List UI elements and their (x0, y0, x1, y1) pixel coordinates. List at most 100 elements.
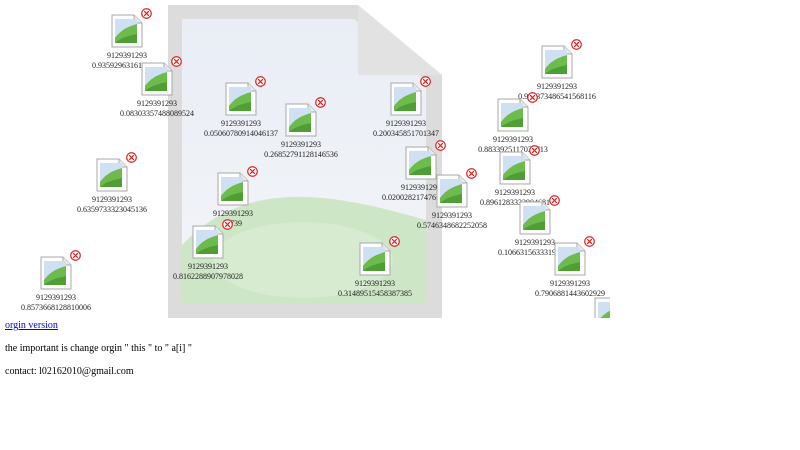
close-icon[interactable] (70, 250, 81, 261)
icon-value-label: 0.790688144360​2929 (535, 289, 605, 298)
note-text: the important is change orgin " this " t… (5, 343, 192, 354)
image-thumbnail-icon (217, 172, 249, 206)
icon-value-label: 0.8162288907978028 (173, 272, 243, 281)
thumbnail-wrapper (191, 219, 233, 259)
thumbnail-wrapper (216, 166, 258, 206)
icon-id-label: 9129391293 (401, 183, 441, 192)
image-thumbnail-icon (554, 242, 586, 276)
close-icon[interactable] (527, 92, 538, 103)
image-thumbnail-icon (519, 201, 551, 235)
icon-value-label: 0.9359296316149364 (92, 61, 162, 70)
image-thumbnail-icon (497, 98, 529, 132)
icon-value-label: 0.05060780914046137 (204, 129, 278, 138)
icon-id-label: 9129391293 (281, 140, 321, 149)
image-icon-item[interactable]: 9129391293 (545, 297, 610, 318)
icon-id-label: 9129391293 (537, 82, 577, 91)
close-icon[interactable] (315, 97, 326, 108)
icon-value-label: 0.08303357488089524 (120, 109, 194, 118)
thumbnail-wrapper (39, 250, 81, 290)
image-thumbnail-icon (40, 256, 72, 290)
icon-id-label: 9129391293 (221, 119, 261, 128)
close-icon[interactable] (466, 168, 477, 179)
footer: orgin version the important is change or… (5, 320, 192, 389)
thumbnail-wrapper (496, 92, 538, 132)
image-thumbnail-icon (436, 174, 468, 208)
image-thumbnail-icon (141, 62, 173, 96)
thumbnail-wrapper (140, 56, 182, 96)
image-icon-item[interactable]: 9129391293 0.790688144360​2929 (505, 236, 610, 299)
icon-id-label: 9129391293 (432, 211, 472, 220)
contact-text: contact: l02162010@gmail.com (5, 366, 134, 377)
image-thumbnail-icon (111, 14, 143, 48)
icon-id-label: 9129391293 (493, 135, 533, 144)
image-thumbnail-icon (390, 82, 422, 116)
close-icon[interactable] (420, 76, 431, 87)
image-thumbnail-icon (359, 242, 391, 276)
icon-value-label: 0.63597333230451​36 (77, 205, 147, 214)
close-icon[interactable] (571, 39, 582, 50)
thumbnail-wrapper (110, 8, 152, 48)
close-icon[interactable] (255, 76, 266, 87)
image-thumbnail-icon (594, 297, 610, 318)
orgin-version-link[interactable]: orgin version (5, 320, 58, 331)
image-thumbnail-icon (225, 82, 257, 116)
close-icon[interactable] (389, 236, 400, 247)
icon-id-label: 9129391293 (386, 119, 426, 128)
icon-value-label: 0.5746348682252058 (417, 221, 487, 230)
thumbnail-wrapper (498, 145, 540, 185)
thumbnail-wrapper (404, 140, 446, 180)
icon-value-label: 0.3148951545838​7385 (338, 289, 412, 298)
close-icon[interactable] (247, 166, 258, 177)
image-thumbnail-icon (192, 225, 224, 259)
close-icon[interactable] (141, 8, 152, 19)
icon-id-label: 9129391293 (188, 262, 228, 271)
thumbnail-wrapper (95, 152, 137, 192)
thumbnail-wrapper (553, 236, 595, 276)
icon-value-label: 0.916373486541568116 (518, 92, 596, 101)
image-thumbnail-icon (96, 158, 128, 192)
close-icon[interactable] (435, 140, 446, 151)
icon-id-label: 9129391293 (515, 238, 555, 247)
icon-value-label: 0.89612833329046​81 (480, 198, 550, 207)
close-icon[interactable] (171, 56, 182, 67)
icon-value-label: 0.8833925117032713 (478, 145, 548, 154)
thumbnail-wrapper (389, 76, 431, 116)
thumbnail-wrapper (358, 236, 400, 276)
close-icon[interactable] (126, 152, 137, 163)
icon-value-label: 0.857366812881​0006 (21, 303, 91, 312)
thumbnail-wrapper (518, 195, 560, 235)
image-thumbnail-icon (541, 45, 573, 79)
thumbnail-wrapper (540, 39, 582, 79)
image-thumbnail-icon (499, 151, 531, 185)
close-icon[interactable] (549, 195, 560, 206)
thumbnail-wrapper (284, 97, 326, 137)
icon-id-label: 9129391293 (355, 279, 395, 288)
close-icon[interactable] (222, 219, 233, 230)
close-icon[interactable] (584, 236, 595, 247)
thumbnail-wrapper (435, 168, 477, 208)
icon-value-label: 0.200345851701347 (373, 129, 439, 138)
close-icon[interactable] (529, 145, 540, 156)
icon-id-label: 9129391293 (107, 51, 147, 60)
icon-id-label: 9129391293 (36, 293, 76, 302)
icon-id-label: 9129391293 (495, 188, 535, 197)
icon-id-label: 9129391293 (137, 99, 177, 108)
thumbnail-wrapper (224, 76, 266, 116)
